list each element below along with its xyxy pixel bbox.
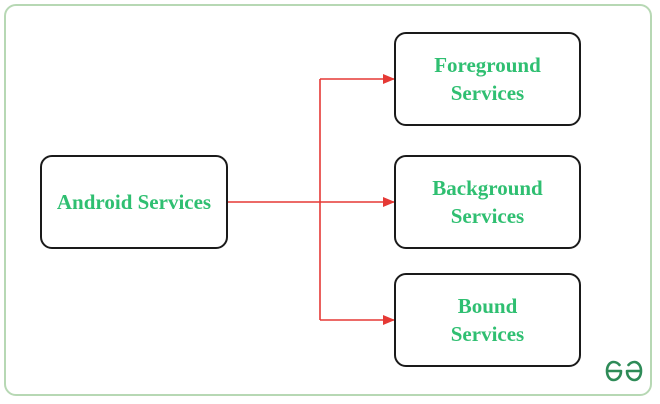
node-label-line1: Background: [432, 176, 543, 200]
node-label-line1: Bound: [457, 294, 518, 318]
geeksforgeeks-logo-icon: [605, 360, 643, 382]
node-label-line2: Services: [450, 322, 525, 346]
node-label-line1: Foreground: [434, 53, 541, 77]
node-background-services: Background Services: [394, 155, 581, 249]
node-bound-services: Bound Services: [394, 273, 581, 367]
node-label-line2: Services: [450, 204, 525, 228]
node-android-services: Android Services: [40, 155, 228, 249]
node-label-line2: Services: [450, 81, 525, 105]
node-foreground-services: Foreground Services: [394, 32, 581, 126]
node-label: Android Services: [56, 190, 212, 214]
